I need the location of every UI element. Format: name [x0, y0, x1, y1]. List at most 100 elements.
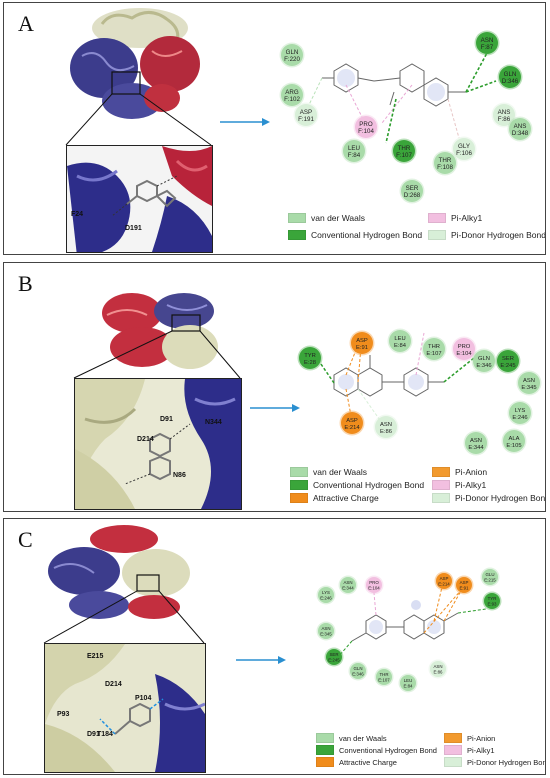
zoom-residue-label: D214: [137, 436, 154, 443]
panel-c: C E215 D214 P93 D91 T184: [3, 518, 546, 775]
legend-swatch: [316, 757, 334, 767]
legend-swatch: [288, 230, 306, 240]
legend-item: Attractive Charge: [290, 493, 379, 503]
residue-label: E:345: [320, 631, 332, 636]
zoom-residue-label: N86: [173, 472, 186, 479]
residue-label: ASN: [523, 378, 535, 384]
residue-disc: [497, 350, 519, 372]
residue-label: ANS: [498, 109, 511, 116]
residue-disc: [393, 140, 415, 162]
residue-label: PRO: [369, 580, 379, 585]
legend-swatch: [444, 745, 462, 755]
legend-swatch: [428, 213, 446, 223]
residue-disc: [456, 577, 472, 593]
residue-label: F:87: [481, 44, 494, 51]
residue-label: ANS: [514, 123, 527, 130]
residue-disc: [423, 338, 445, 360]
legend-item: Pi-Donor Hydrogen Bond: [428, 230, 545, 240]
legend-label: Attractive Charge: [339, 757, 397, 767]
residue-disc: [340, 577, 356, 593]
legend-swatch: [428, 230, 446, 240]
residue-label: E:246: [512, 415, 527, 421]
residue-label: SER: [329, 652, 338, 657]
legend-swatch: [316, 745, 334, 755]
residue-disc: [281, 84, 303, 106]
legend-label: Pi-Donor Hydrogen Bond: [455, 493, 546, 503]
legend-label: van der Waals: [339, 733, 387, 743]
residue-disc: [389, 330, 411, 352]
residue-label: F:191: [298, 116, 314, 123]
residue-disc: [355, 116, 377, 138]
residue-label: ASN: [481, 37, 494, 44]
residue-disc: [376, 669, 392, 685]
legend-swatch: [444, 757, 462, 767]
residue-label: E:346: [476, 363, 491, 369]
residue-label: TYR: [304, 353, 316, 359]
legend-label: Pi-Anion: [455, 467, 488, 477]
residue-label: E:214: [344, 425, 360, 431]
arrow-icon: [250, 404, 300, 412]
legend-swatch: [290, 493, 308, 503]
legend-label: Pi-Alky1: [467, 745, 495, 755]
residue-label: F:220: [284, 56, 300, 63]
residue-label: ASP: [460, 580, 469, 585]
zoom-residue-label: P93: [57, 711, 70, 718]
residue-label: F:106: [456, 150, 472, 157]
residue-label: F:104: [358, 128, 374, 135]
residue-label: LYS: [322, 590, 330, 595]
residue-label: ASP: [440, 576, 449, 581]
residue-disc: [465, 432, 487, 454]
legend-label: Attractive Charge: [313, 493, 379, 503]
residue-disc: [499, 66, 521, 88]
residue-label: E:345: [521, 385, 536, 391]
residue-disc: [503, 430, 525, 452]
legend-item: Pi-Anion: [444, 733, 495, 743]
residue-disc: [476, 32, 498, 54]
residue-label: E:84: [403, 683, 413, 688]
residue-label: E:245: [328, 657, 340, 662]
zoom-residue-label: F24: [71, 211, 83, 218]
legend-swatch: [432, 480, 450, 490]
legend-swatch: [432, 467, 450, 477]
legend: van der Waals Conventional Hydrogen Bond…: [288, 213, 545, 253]
residue-disc: [509, 118, 531, 140]
residue-disc: [453, 138, 475, 160]
arrow-icon: [220, 118, 270, 126]
residue-label: F:107: [396, 152, 412, 159]
interaction-diagram: GLNF:220ARGF:102ASPF:191PROF:104LEUF:84T…: [279, 30, 533, 204]
residue-disc: [343, 140, 365, 162]
zoom-residue-label: N344: [205, 419, 222, 426]
residue-label: SER: [406, 185, 419, 192]
residue-label: D:348: [512, 130, 529, 137]
residue-label: LEU: [348, 145, 360, 152]
legend-item: Pi-Donor Hydrogen Bond: [432, 493, 546, 503]
legend-swatch: [432, 493, 450, 503]
residue-label: E:91: [356, 345, 368, 351]
legend-label: Pi-Alky1: [451, 213, 483, 223]
binding-site-zoom: D191 F24: [66, 145, 213, 253]
legend-label: Pi-Anion: [467, 733, 496, 743]
residue-label: E:86: [433, 669, 443, 674]
legend-item: van der Waals: [316, 733, 387, 743]
residue-label: PRO: [458, 344, 471, 350]
legend-swatch: [290, 480, 308, 490]
